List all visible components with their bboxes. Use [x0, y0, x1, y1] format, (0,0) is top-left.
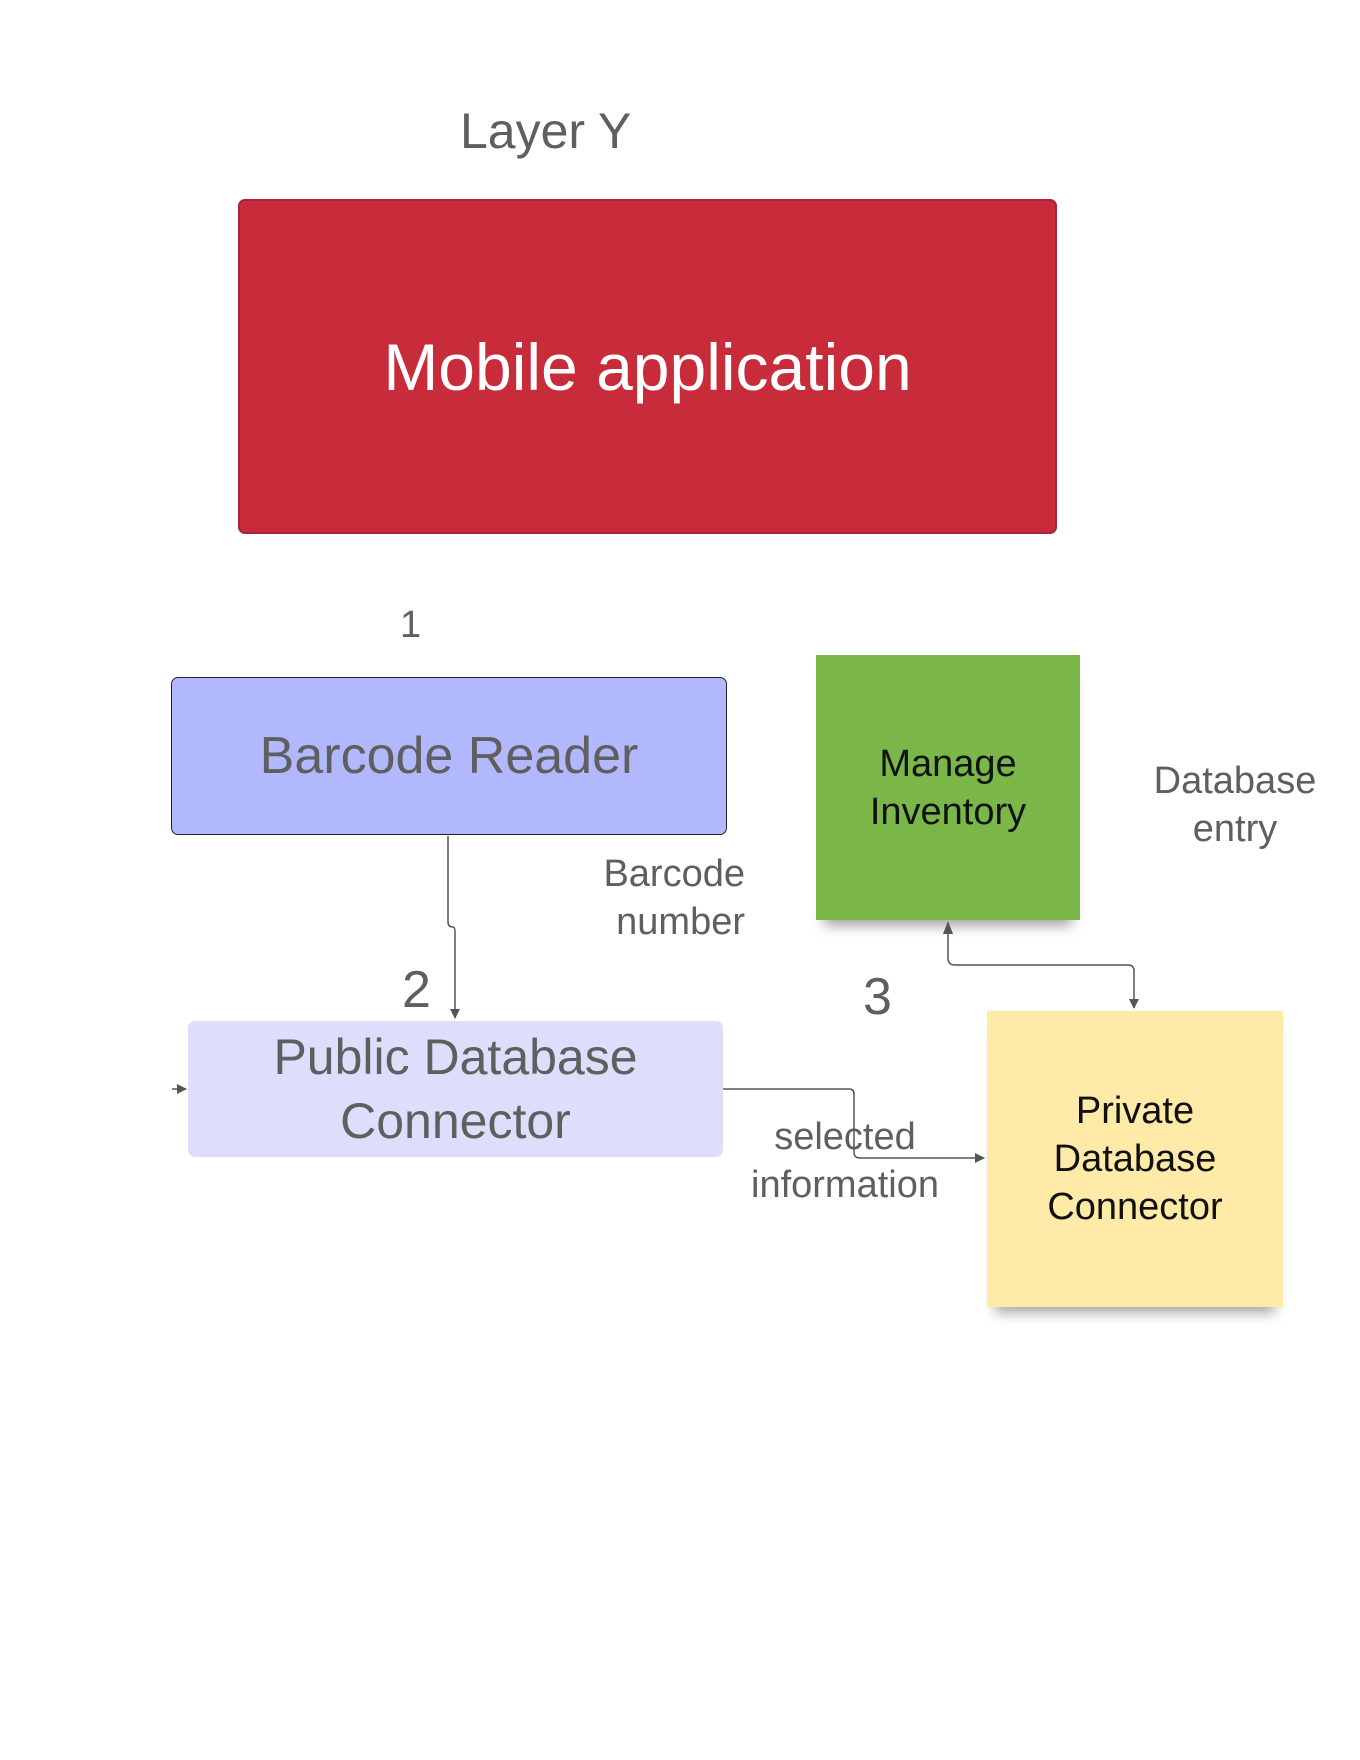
public-database-connector-label: Public Database Connector	[273, 1029, 638, 1149]
inventory-private-bidirectional-connector	[947, 923, 1139, 1009]
barcode-to-public-connector	[447, 836, 460, 1019]
database-entry-label: Database entry	[1153, 760, 1317, 850]
private-database-connector-node: Private Database Connector	[987, 1011, 1283, 1307]
step-number-1: 1	[400, 604, 422, 646]
diagram-title: Layer Y	[460, 103, 632, 159]
inventory-arrowhead	[943, 921, 953, 934]
manage-inventory-node: Manage Inventory	[816, 655, 1080, 920]
mobile-application-label: Mobile application	[383, 329, 912, 404]
public-to-private-connector	[723, 1088, 985, 1163]
public-database-connector-node: Public Database Connector	[188, 1021, 723, 1157]
manage-inventory-label: Manage Inventory	[869, 742, 1027, 833]
private-database-connector-label: Private Database Connector	[1047, 1090, 1223, 1228]
mobile-application-node: Mobile application	[238, 199, 1057, 534]
barcode-reader-node: Barcode Reader	[171, 677, 727, 835]
selected-information-label: selected information	[751, 1116, 939, 1206]
step-number-3: 3	[863, 968, 892, 1026]
barcode-number-label: Barcode number	[603, 853, 745, 943]
step-number-2: 2	[402, 961, 431, 1019]
barcode-reader-label: Barcode Reader	[259, 727, 639, 785]
